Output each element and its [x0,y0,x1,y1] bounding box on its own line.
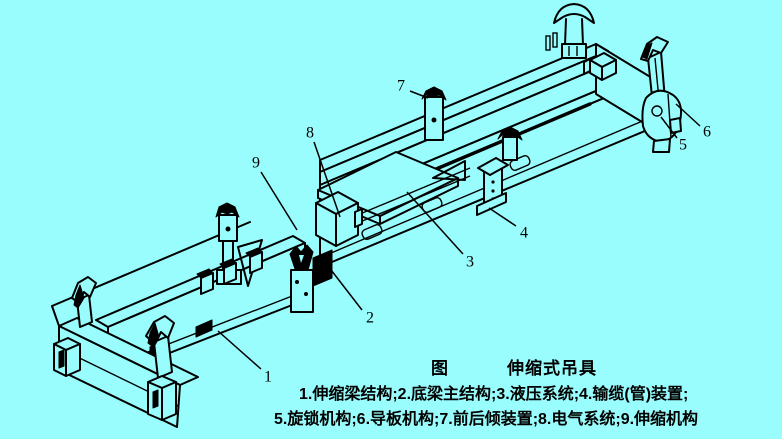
cable-top-plate [477,157,509,176]
pin-post [552,32,558,48]
callout-line-7 [409,90,429,99]
lifting-lug [545,3,595,59]
callout-line-3 [406,191,464,255]
post-front [249,251,263,274]
twistlock-left [53,337,81,377]
rivet-dot [491,180,495,184]
rivet-dot [304,292,308,296]
cylinder-line [359,167,471,215]
corner-guide-mid [145,315,175,379]
callout-line-4 [488,207,517,227]
pin-post [545,35,551,51]
twistlock-housing [641,89,683,143]
channel-box [583,52,617,81]
rivet-dot [431,117,437,123]
post-front [223,262,237,285]
cable-foot [476,192,507,216]
lug-head-icon [553,3,595,24]
hydraulic-cylinder [354,167,471,228]
guide-stem [153,335,173,379]
twistlock-mid [147,375,177,421]
post-front [200,272,214,295]
callout-number-5: 5 [679,137,687,154]
tilt-device [421,86,447,141]
corner-guide-left [71,276,97,328]
tele-end-tick [51,305,60,327]
rivet-dot [295,280,299,284]
callout-line-5 [660,116,678,139]
rivet-dot [225,226,231,232]
flipper-notch [299,255,304,263]
lug-base [561,43,587,59]
legend-line-2: 5.旋锁机构;6.导板机构;7.前后倾装置;8.电气系统;9.伸缩机构 [274,411,699,428]
guide-shadow [147,322,160,348]
flipper-body [290,269,314,313]
twistlock-hole [651,105,663,117]
twistlock-right [641,89,683,153]
tilt-body [502,136,518,161]
rivet-dot [491,189,495,193]
legend-line-1: 1.伸缩梁结构;2.底梁主结构;3.液压系统;4.输缆(管)装置; [299,386,689,403]
callout-number-3: 3 [466,254,474,271]
cable-device [432,157,509,216]
housing-foot [652,138,671,153]
cylinder-cap [354,208,363,228]
tilt-device-near [497,126,523,161]
twistlock-slot [152,389,159,409]
box-side [601,59,617,81]
callout-line-9 [260,171,298,231]
callout-layer: 1 2 3 4 56 7 8 9 [217,78,711,386]
tilt-head-icon [421,86,447,101]
cylinder-line [359,175,471,223]
callout-line-1 [217,330,262,370]
callout-line-6 [675,103,701,127]
callout-number-4: 4 [520,225,528,242]
lug-column [564,18,567,46]
lug-column [581,18,584,46]
guide-shadow [642,42,653,60]
callout-number-6: 6 [703,124,711,141]
twistlock-side [161,381,177,421]
guide-shadow [73,284,85,309]
tele-slot [195,319,213,338]
junction-cluster [196,202,333,313]
tilt-head-icon [497,126,523,141]
callout-number-2: 2 [366,310,374,327]
figure-caption-title: 伸缩式吊具 [507,359,597,378]
box-side [335,202,359,247]
lug-head-icon [215,202,240,218]
twistlock-slot [58,349,65,369]
callout-line-2 [327,265,363,311]
wall-slot [509,155,531,171]
callout-number-8: 8 [306,125,314,142]
wall-slot [361,224,383,240]
figure-caption-prefix: 图 [431,359,448,378]
twistlock-side [65,343,81,377]
callout-number-1: 1 [264,369,272,386]
callout-number-9: 9 [252,155,260,172]
electrical-box [315,191,359,247]
callout-number-7: 7 [397,78,405,95]
callout-line-8 [313,141,341,218]
